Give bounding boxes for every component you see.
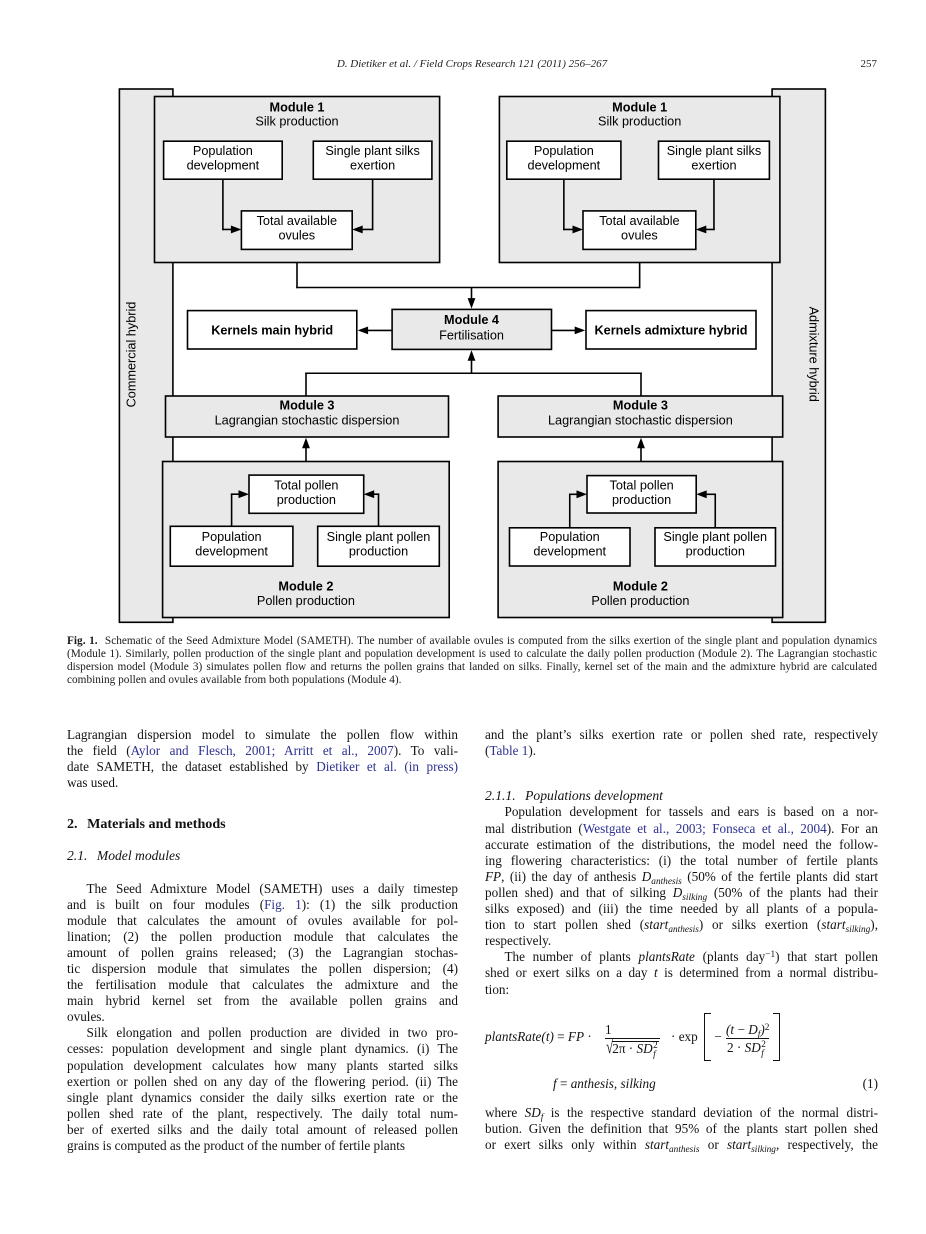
svg-text:production: production (277, 493, 336, 507)
svg-text:Silk production: Silk production (255, 115, 338, 129)
svg-text:exertion: exertion (691, 159, 736, 173)
svg-text:exertion: exertion (350, 159, 395, 173)
svg-text:Total pollen: Total pollen (274, 479, 338, 493)
svg-text:Lagrangian stochastic dispersi: Lagrangian stochastic dispersion (548, 413, 733, 427)
svg-text:Module 1: Module 1 (612, 100, 667, 114)
svg-text:development: development (195, 544, 268, 558)
svg-text:Population: Population (534, 144, 594, 158)
svg-text:Population: Population (193, 144, 253, 158)
svg-text:Single plant pollen: Single plant pollen (663, 530, 767, 544)
svg-text:Module 3: Module 3 (613, 399, 668, 413)
svg-text:development: development (528, 159, 601, 173)
svg-text:Module 2: Module 2 (278, 580, 333, 594)
svg-text:development: development (187, 159, 260, 173)
svg-text:Module 4: Module 4 (444, 313, 499, 327)
svg-text:ovules: ovules (278, 228, 315, 242)
svg-text:Module 2: Module 2 (613, 580, 668, 594)
svg-text:Total available: Total available (257, 214, 337, 228)
svg-text:production: production (686, 544, 745, 558)
svg-text:Module 3: Module 3 (280, 399, 335, 413)
svg-text:Silk production: Silk production (598, 115, 681, 129)
svg-text:Admixture hybrid: Admixture hybrid (807, 307, 821, 402)
svg-text:Single plant pollen: Single plant pollen (327, 530, 431, 544)
svg-text:ovules: ovules (621, 228, 658, 242)
svg-text:development: development (533, 544, 606, 558)
svg-text:Kernels admixture hybrid: Kernels admixture hybrid (595, 324, 748, 338)
svg-text:Fertilisation: Fertilisation (439, 328, 504, 342)
svg-text:Single plant silks: Single plant silks (667, 144, 762, 158)
svg-text:Kernels main hybrid: Kernels main hybrid (211, 324, 333, 338)
svg-text:Lagrangian stochastic dispersi: Lagrangian stochastic dispersion (215, 413, 400, 427)
svg-text:Population: Population (202, 530, 262, 544)
svg-text:Total available: Total available (599, 214, 679, 228)
svg-text:Module 1: Module 1 (270, 100, 325, 114)
svg-text:Pollen production: Pollen production (591, 594, 689, 608)
svg-text:production: production (612, 493, 671, 507)
svg-text:Total pollen: Total pollen (610, 479, 674, 493)
svg-text:Commercial hybrid: Commercial hybrid (125, 302, 139, 408)
svg-text:production: production (349, 544, 408, 558)
svg-text:Pollen production: Pollen production (257, 594, 355, 608)
svg-text:Population: Population (540, 530, 600, 544)
svg-text:Single plant silks: Single plant silks (325, 144, 420, 158)
